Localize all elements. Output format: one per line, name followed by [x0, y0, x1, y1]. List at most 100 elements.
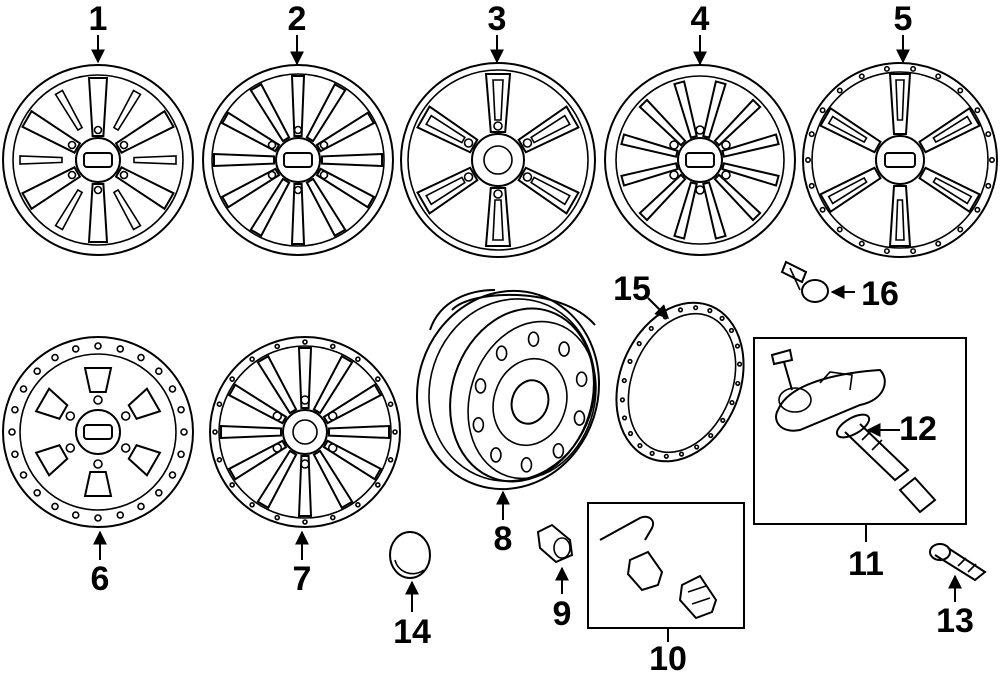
rim-bolt	[910, 65, 917, 72]
spoke	[112, 188, 142, 231]
ring-bolt-hole	[719, 315, 725, 321]
rim-bolt	[957, 87, 964, 94]
rim-bolt	[302, 339, 308, 345]
tpms-sensor-part-11	[770, 348, 886, 432]
ring-bolt-hole	[677, 307, 684, 313]
spoke	[297, 455, 313, 517]
vent-hole	[527, 331, 540, 347]
lug-hole	[319, 140, 329, 150]
spoke	[932, 115, 973, 144]
rim-bolt	[957, 226, 964, 233]
spoke	[328, 424, 390, 440]
rim-bolt	[137, 502, 145, 511]
ring-bolt-hole	[707, 308, 713, 314]
callout-14: 14	[393, 613, 431, 651]
spoke	[21, 166, 82, 211]
ring-bolt-hole	[729, 400, 735, 406]
spoke	[220, 111, 281, 153]
spoke	[638, 98, 687, 147]
rim-bolt	[274, 514, 280, 521]
rim-bolt	[355, 356, 361, 362]
spoke	[895, 199, 905, 241]
ring-bolt-hole	[736, 361, 743, 367]
ring-bolt-hole	[627, 358, 633, 364]
rim-bolt	[375, 482, 381, 488]
lug-hole	[67, 170, 77, 180]
lug-hole	[327, 443, 338, 453]
spoke	[256, 449, 298, 510]
spoke	[312, 449, 354, 510]
callout-9: 9	[553, 595, 572, 633]
lug-hole	[93, 459, 103, 469]
rim-bolt	[216, 457, 223, 463]
vent-hole	[558, 341, 570, 357]
spoke	[713, 173, 762, 222]
leader-15	[647, 297, 669, 319]
lug-hole	[463, 138, 474, 148]
rim-bolt	[229, 482, 235, 488]
ring-bolt-hole	[678, 451, 685, 457]
spoke	[492, 199, 504, 241]
spoke	[87, 77, 109, 137]
wheel-lock-kit-part-10	[599, 515, 718, 620]
spoke	[249, 82, 291, 143]
wheel-part-5	[802, 62, 998, 258]
spoke	[517, 166, 580, 215]
wheel-part-4	[604, 64, 796, 256]
ring-bolt-hole	[734, 343, 741, 349]
ring-bolt-hole	[621, 377, 627, 384]
rim-bolt	[94, 342, 102, 350]
callout-16: 16	[861, 275, 899, 313]
spoke	[127, 387, 162, 420]
rim-bolt	[836, 87, 843, 94]
spoke	[416, 105, 479, 154]
spoke	[133, 155, 177, 165]
wheel-part-6	[2, 336, 194, 528]
spoke	[21, 109, 82, 154]
lug-hole	[272, 411, 283, 421]
spoke	[249, 177, 291, 238]
vent-hole	[573, 410, 586, 426]
rim-bolt	[33, 489, 41, 497]
spoke	[321, 152, 383, 168]
lug-hole	[319, 170, 329, 180]
spoke	[425, 114, 466, 144]
rim-bolt	[836, 226, 843, 233]
ring-bolt-hole	[637, 443, 643, 449]
lug-hole	[120, 443, 131, 453]
lug-hole	[93, 395, 103, 405]
spoke	[290, 183, 306, 245]
spoke	[888, 73, 912, 135]
spoke	[213, 152, 275, 168]
lug-hole	[463, 172, 474, 182]
ring-bolt-hole	[648, 325, 654, 332]
spoke	[87, 183, 109, 243]
rim-bolt	[249, 356, 255, 362]
spoke	[517, 105, 580, 154]
lug-hole	[493, 121, 503, 131]
spoke	[918, 166, 981, 214]
rim-bolt	[387, 457, 394, 463]
rim-bolt	[985, 182, 992, 189]
vent-hole	[520, 457, 533, 473]
spoke	[638, 173, 687, 222]
spoke	[484, 187, 512, 247]
rim-bolt	[155, 367, 163, 375]
ring-bolt-hole	[728, 327, 735, 334]
center-cap-part-14	[389, 531, 431, 579]
callout-5: 5	[894, 0, 913, 38]
spoke	[425, 176, 466, 206]
rim-bolt	[883, 65, 890, 72]
rim-bolt	[858, 73, 865, 80]
callout-11: 11	[848, 545, 884, 583]
rim-bolt	[168, 385, 177, 393]
lug-hole	[522, 138, 533, 148]
valve-stem-part-12	[835, 413, 937, 514]
lug-hole	[267, 140, 277, 150]
wheel-part-2	[202, 64, 394, 256]
spoke	[127, 444, 162, 477]
lug-nut-part-9	[536, 523, 574, 564]
rim-bolt	[168, 471, 177, 479]
spoke	[484, 73, 512, 133]
rim-bolt	[249, 502, 255, 508]
